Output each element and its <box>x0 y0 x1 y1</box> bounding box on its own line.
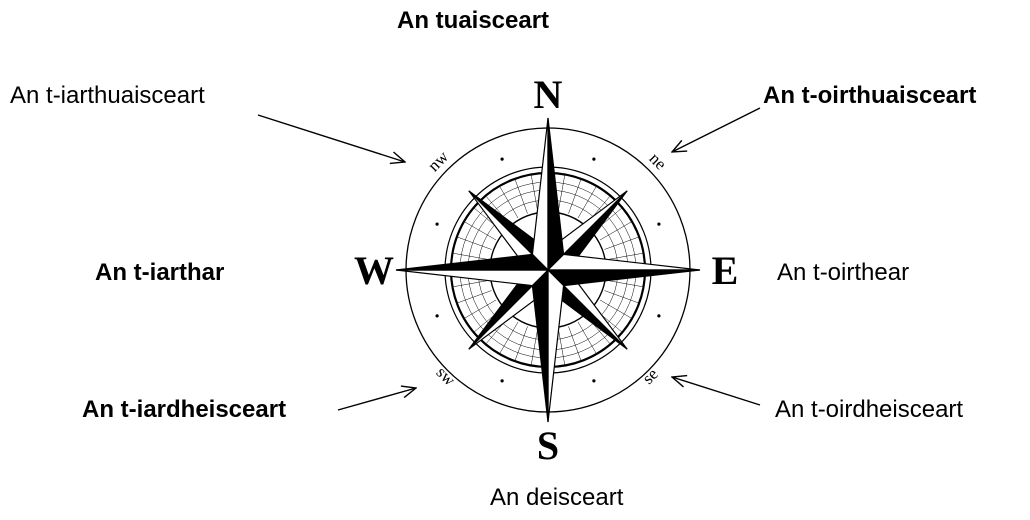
grid-spoke <box>465 222 496 240</box>
compass-letter-n: N <box>534 72 563 117</box>
ring-dot <box>592 379 595 382</box>
ring-dot <box>592 158 595 161</box>
grid-spoke <box>531 329 537 364</box>
ring-dot <box>501 158 504 161</box>
grid-spoke <box>500 187 518 218</box>
arrow-northwest <box>258 115 405 162</box>
grid-spoke <box>578 322 596 353</box>
grid-spoke <box>607 280 642 286</box>
grid-spoke <box>454 280 489 286</box>
grid-spoke <box>600 222 631 240</box>
arrow-northeast <box>672 108 760 152</box>
compass-letter-sw: sw <box>432 363 459 390</box>
ring-dot <box>657 314 660 317</box>
ring-dot <box>501 379 504 382</box>
arrow-southeast <box>672 377 760 405</box>
arrow-southwest <box>338 388 416 410</box>
compass-letter-e: E <box>712 248 739 293</box>
grid-spoke <box>578 187 596 218</box>
grid-spoke <box>607 253 642 259</box>
grid-spoke <box>454 253 489 259</box>
compass-letter-se: se <box>638 364 661 387</box>
compass-letter-s: S <box>537 423 559 468</box>
grid-spoke <box>500 322 518 353</box>
ring-dot <box>657 223 660 226</box>
ring-dot <box>436 314 439 317</box>
grid-spoke <box>600 300 631 318</box>
grid-spoke <box>558 176 564 211</box>
compass-letter-w: W <box>354 248 394 293</box>
compass-rose: N S W E nw ne sw se <box>354 72 738 468</box>
grid-spoke <box>558 329 564 364</box>
ring-dot <box>436 223 439 226</box>
grid-spoke <box>531 176 537 211</box>
grid-spoke <box>465 300 496 318</box>
compass-letter-nw: nw <box>424 147 453 176</box>
